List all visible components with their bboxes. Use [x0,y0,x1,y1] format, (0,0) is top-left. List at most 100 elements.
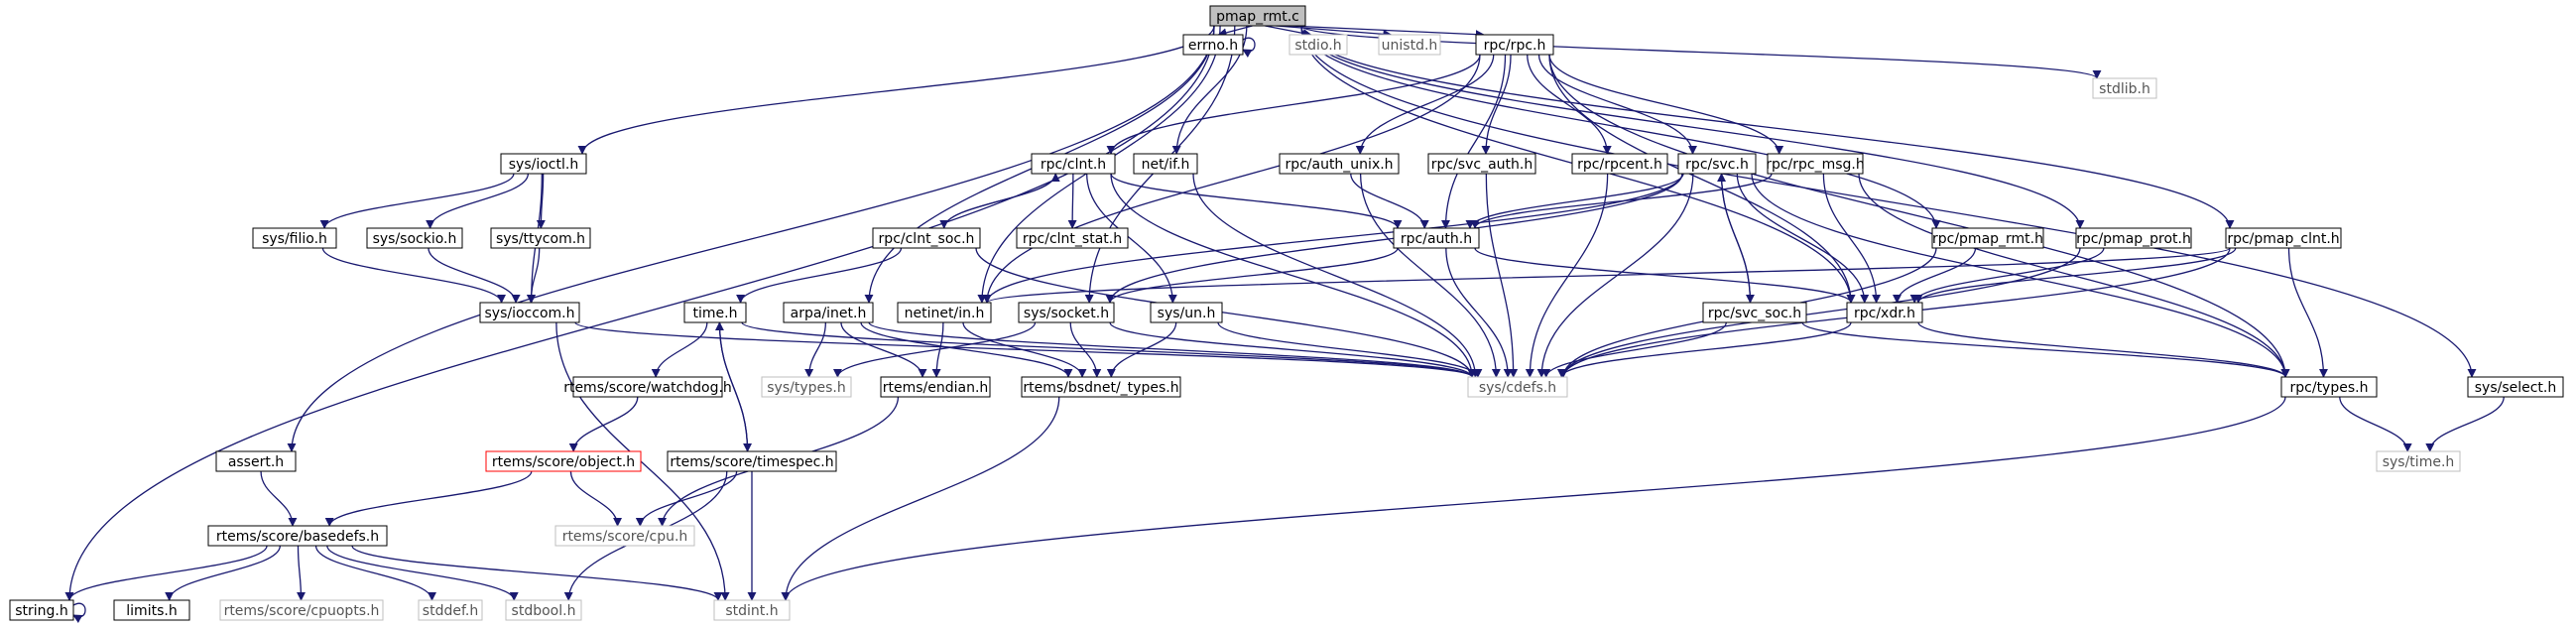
node-box [1133,153,1198,175]
include-edge-rpc_clnt_h-to-rpc_clnt_stat_h [1067,173,1077,229]
node-label: sys/types.h [767,380,845,396]
node-rpc-svc-soc-h[interactable]: rpc/svc_soc.h [1702,302,1807,323]
node-label: errno.h [1188,38,1238,54]
node-box [1846,302,1923,323]
node-label: sys/cdefs.h [1479,380,1556,396]
include-edge-sys_socket_h-to-sys_cdefs_h [1109,321,1477,378]
node-label: unistd.h [1382,38,1438,54]
include-edge-rpc_rpc_msg_h-to-rpc_auth_h [1470,173,1773,229]
node-label: rpc/svc_auth.h [1431,157,1533,173]
include-edge-time_h-to-sys_cdefs_h [741,321,1477,378]
node-rtems-score-cpuopts-h: rtems/score/cpuopts.h [219,599,384,621]
node-limits-h[interactable]: limits.h [113,599,190,621]
node-rpc-pmap-prot-h[interactable]: rpc/pmap_prot.h [2075,227,2192,249]
include-edge-rpc_clnt_h-to-rpc_auth_h [1110,173,1403,229]
node-box [1767,153,1864,175]
node-box [366,227,463,249]
include-edge-pmap_rmt_c-to-rpc_pmap_clnt_h [1300,25,2235,229]
include-edge-rpc_svc_h-to-rpc_types_h [1751,173,2290,378]
node-string-h[interactable]: string.h [9,599,74,621]
node-box [252,227,337,249]
include-edge-rpc_pmap_rmt_h-to-rpc_xdr_h [1892,247,1977,304]
include-edge-rpc_clnt_h-to-sys_cdefs_h [1110,173,1477,378]
node-sys-ioctl-h[interactable]: sys/ioctl.h [500,153,587,175]
node-netinet-in-h[interactable]: netinet/in.h [897,302,992,323]
node-rpc-clnt-h[interactable]: rpc/clnt.h [1031,153,1116,175]
node-box [418,599,483,621]
node-box [2092,77,2157,99]
node-label: limits.h [126,603,177,619]
node-rpc-auth-unix-h[interactable]: rpc/auth_unix.h [1279,153,1400,175]
node-rtems-score-basedefs-h[interactable]: rtems/score/basedefs.h [207,525,388,547]
node-label: sys/socket.h [1024,306,1109,321]
include-edge-rpc_clnt_soc_h-to-rpc_clnt_h [943,173,1060,229]
node-rtems-score-watchdog-h[interactable]: rtems/score/watchdog.h [563,376,732,398]
node-rpc-auth-h[interactable]: rpc/auth.h [1393,227,1480,249]
node-rtems-endian-h[interactable]: rtems/endian.h [880,376,991,398]
node-rtems-bsdnet-types-h[interactable]: rtems/bsdnet/_types.h [1021,376,1181,398]
node-rpc-pmap-rmt-h[interactable]: rpc/pmap_rmt.h [1931,227,2044,249]
include-edge-rpc_rpc_msg_h-to-rpc_xdr_h [1822,173,1882,304]
node-sys-ttycom-h[interactable]: sys/ttycom.h [490,227,591,249]
node-sys-sockio-h[interactable]: sys/sockio.h [366,227,463,249]
node-rpc-rpc-msg-h[interactable]: rpc/rpc_msg.h [1766,153,1865,175]
node-rpc-rpcent-h[interactable]: rpc/rpcent.h [1571,153,1668,175]
include-edge-arpa_inet_h-to-rtems_bsdnet_types_h [860,321,1073,378]
node-rpc-svc-h[interactable]: rpc/svc.h [1677,153,1757,175]
include-edge-rpc_types_h-to-sys_time_h [2339,396,2412,452]
node-box [1702,302,1807,323]
node-sys-time-h: sys/time.h [2376,450,2461,472]
node-box [1393,227,1480,249]
node-box [505,599,582,621]
node-label: assert.h [228,454,284,470]
node-rpc-clnt-soc-h[interactable]: rpc/clnt_soc.h [872,227,981,249]
node-box [1209,5,1306,27]
node-box [500,153,587,175]
node-rpc-rpc-h[interactable]: rpc/rpc.h [1475,34,1554,56]
node-rpc-pmap-clnt-h[interactable]: rpc/pmap_clnt.h [2225,227,2342,249]
node-sys-select-h[interactable]: sys/select.h [2467,376,2564,398]
node-rpc-types-h[interactable]: rpc/types.h [2280,376,2378,398]
node-arpa-inet-h[interactable]: arpa/inet.h [783,302,874,323]
node-stdint-h: stdint.h [713,599,791,621]
node-box [761,376,852,398]
node-rtems-score-object-h[interactable]: rtems/score/object.h [485,450,642,472]
node-rpc-svc-auth-h[interactable]: rpc/svc_auth.h [1427,153,1536,175]
node-label: time.h [693,306,738,321]
node-box [9,599,74,621]
node-time-h[interactable]: time.h [683,302,747,323]
node-box [1288,34,1348,56]
node-box [1475,34,1554,56]
node-net-if-h[interactable]: net/if.h [1133,153,1198,175]
include-edge-pmap_rmt_c-to-net_if_h [1171,25,1248,155]
node-sys-socket-h[interactable]: sys/socket.h [1018,302,1115,323]
node-errno-h[interactable]: errno.h [1182,34,1244,56]
node-assert-h[interactable]: assert.h [215,450,297,472]
include-edge-rpc_svc_h-to-rpc_auth_h [1465,173,1684,229]
node-stdio-h: stdio.h [1288,34,1348,56]
include-edge-rpc_auth_unix_h-to-rpc_auth_h [1350,173,1429,229]
include-edge-sys_un_h-to-sys_cdefs_h [1217,321,1483,378]
include-edge-rtems_score_basedefs_h-to-string_h [64,545,268,601]
include-edge-rtems_score_timespec_h-to-time_h [714,321,749,452]
include-edge-rtems_score_basedefs_h-to-stddef_h [314,545,437,601]
include-edge-rpc_rpc_h-to-rpc_types_h [1548,54,2290,378]
node-rtems-score-timespec-h[interactable]: rtems/score/timespec.h [667,450,837,472]
node-rpc-clnt-stat-h[interactable]: rpc/clnt_stat.h [1016,227,1129,249]
node-stdbool-h: stdbool.h [505,599,582,621]
node-unistd-h: unistd.h [1378,34,1441,56]
node-sys-ioccom-h[interactable]: sys/ioccom.h [479,302,580,323]
include-edge-rtems_score_object_h-to-rtems_score_basedefs_h [324,470,533,527]
include-edge-sys_ttycom_h-to-sys_ioccom_h [526,247,541,304]
include-edge-rpc_rpc_h-to-rpc_clnt_h [1106,54,1481,155]
node-sys-filio-h[interactable]: sys/filio.h [252,227,337,249]
node-label: string.h [15,603,68,619]
include-edge-rtems_score_timespec_h-to-rtems_score_cpu_h [635,470,738,527]
node-sys-un-h[interactable]: sys/un.h [1150,302,1223,323]
node-label: netinet/in.h [905,306,985,321]
node-box [1571,153,1668,175]
node-rpc-xdr-h[interactable]: rpc/xdr.h [1846,302,1923,323]
node-box [1016,227,1129,249]
include-edge-rpc_rpc_h-to-rpc_rpc_msg_h [1548,54,1784,155]
